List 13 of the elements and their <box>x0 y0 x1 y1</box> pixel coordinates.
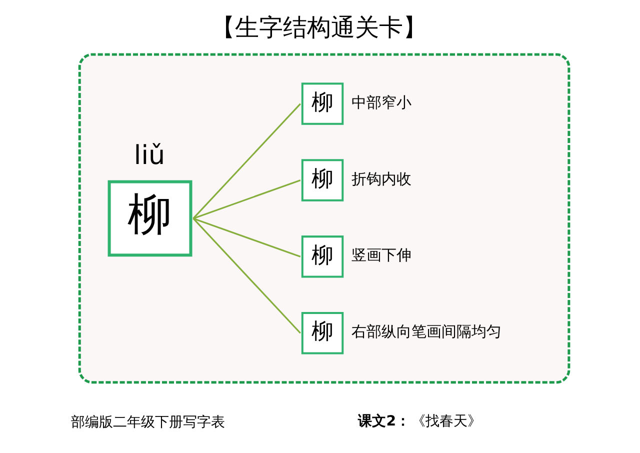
node-label: 折钩内收 <box>352 170 412 188</box>
node-label: 竖画下伸 <box>352 246 412 264</box>
connector <box>193 179 301 220</box>
diagram-title: 【生字结构通关卡】 <box>210 14 427 42</box>
label: 部编版二年级下册写字表 <box>71 414 226 430</box>
label: 课文2：《找春天》 <box>358 413 482 430</box>
cluster <box>78 53 570 384</box>
node-label: 右部纵向笔画间隔均匀 <box>352 322 502 341</box>
connector <box>192 103 301 219</box>
node-label: 中部窄小 <box>352 93 412 112</box>
connector <box>193 218 301 258</box>
connector <box>192 218 301 334</box>
node-label: liǔ <box>134 140 166 171</box>
